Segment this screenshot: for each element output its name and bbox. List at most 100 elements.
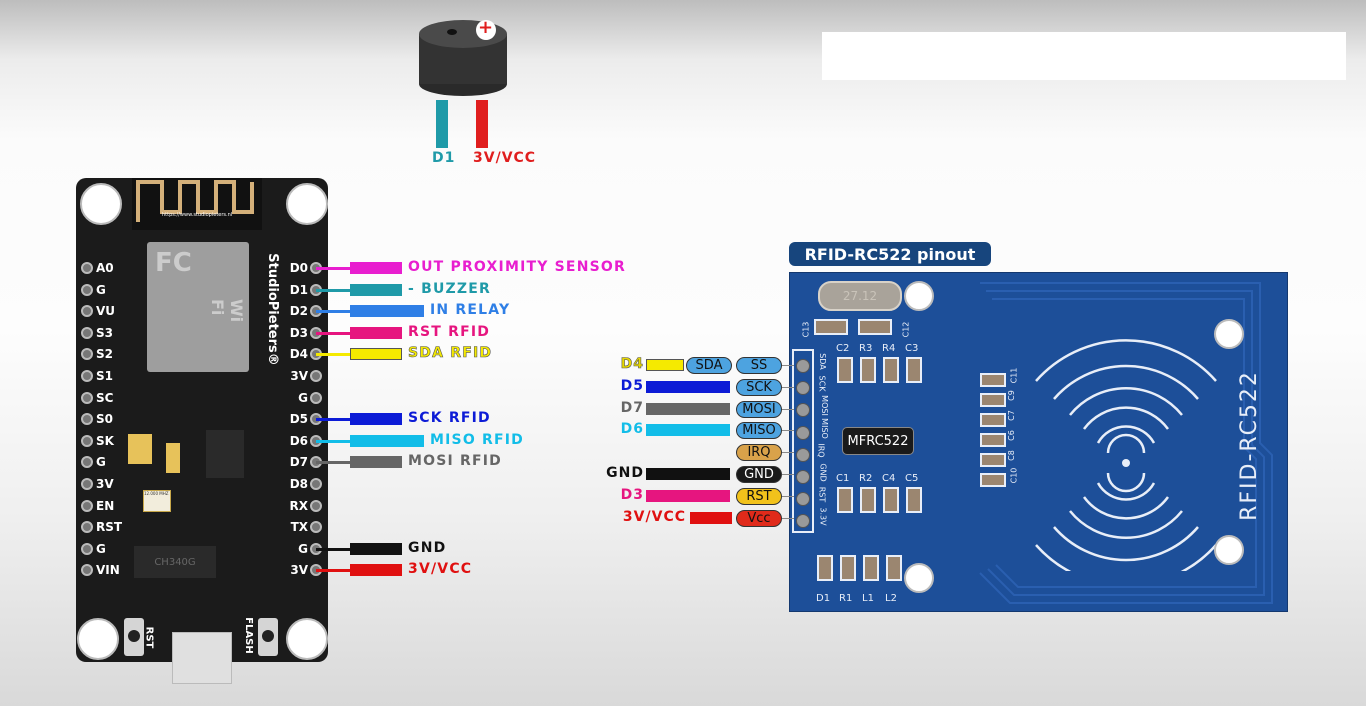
pin-hole xyxy=(81,262,93,274)
connection-label: GND xyxy=(408,539,447,556)
wifi-antenna xyxy=(132,178,262,230)
mount-hole xyxy=(80,183,122,225)
rfid-wire xyxy=(646,489,730,502)
rfid-node-label: D7 xyxy=(620,399,644,416)
wire-bar-d0 xyxy=(350,262,402,274)
component-label: C5 xyxy=(905,473,919,484)
smd-part xyxy=(814,319,848,335)
rfid-pin-pill-ss: SS xyxy=(736,357,782,374)
component-label: L1 xyxy=(862,593,874,604)
component-label: C7 xyxy=(1006,410,1016,421)
rfid-pin-pill-rst: RST xyxy=(736,487,782,505)
component-label: C10 xyxy=(1009,467,1019,484)
rfid-pin-pill-gnd: GND xyxy=(736,466,782,483)
pin-hole xyxy=(310,478,322,490)
pin-label-a0: A0 xyxy=(96,261,114,275)
rfid-wire xyxy=(646,402,730,415)
rfid-pin-pill-miso: MISO xyxy=(736,422,782,440)
pin-hole xyxy=(81,542,93,555)
pin-label-rst: RST xyxy=(96,520,123,535)
pin-lead xyxy=(782,452,794,454)
buzzer-polarity-mark: + xyxy=(478,17,494,38)
header-pin xyxy=(796,381,810,396)
wire-3v xyxy=(316,569,352,573)
pin-hole xyxy=(310,391,322,404)
rfid-pin-pill-irq: IRQ xyxy=(736,444,782,462)
header-pin xyxy=(796,425,810,440)
component-label: R2 xyxy=(859,473,873,484)
rfid-wire xyxy=(646,468,730,480)
connection-label: OUT PROXIMITY SENSOR xyxy=(408,259,626,275)
connection-label: SDA RFID xyxy=(408,345,493,362)
rst-button[interactable] xyxy=(124,618,144,656)
smd-part xyxy=(883,357,899,383)
crystal: 12.000 MHZ xyxy=(143,490,171,512)
pin-label-3v: 3V xyxy=(290,563,308,578)
component-label: C6 xyxy=(1006,430,1016,441)
wire-bar-g xyxy=(350,542,402,555)
wire-d7 xyxy=(316,461,352,465)
pin-hole xyxy=(81,348,93,361)
silk-sda: SDA xyxy=(817,353,827,370)
mount-hole xyxy=(1214,535,1244,565)
smd-part xyxy=(980,453,1006,467)
buzzer-leg-vcc xyxy=(476,100,488,148)
wire-d5 xyxy=(316,418,352,422)
wifi-logo: Wi Fi xyxy=(208,299,246,323)
header-pin xyxy=(796,492,810,507)
tantalum-cap xyxy=(166,443,180,473)
pin-hole xyxy=(81,326,93,339)
connection-label: IN RELAY xyxy=(430,302,511,319)
flash-button[interactable] xyxy=(258,618,278,656)
pin-label-g: G xyxy=(298,541,308,556)
pin-hole xyxy=(310,521,322,534)
pin-lead xyxy=(782,408,794,410)
pin-label-d8: D8 xyxy=(289,477,308,491)
pin-label-tx: TX xyxy=(290,520,308,535)
silk-sck: SCK xyxy=(817,375,827,392)
rfid-node-label: D6 xyxy=(620,421,644,438)
buzzer-icon xyxy=(419,20,507,96)
pin-lead xyxy=(782,430,794,432)
pin-label-d7: D7 xyxy=(289,455,308,470)
component-label: C3 xyxy=(905,343,919,354)
pin-label-vu: VU xyxy=(96,304,116,319)
rfid-node-label: D4 xyxy=(620,356,644,373)
pin-label-g: G xyxy=(96,455,106,470)
rfid-node-label: D5 xyxy=(620,377,644,394)
header-pin xyxy=(796,470,810,484)
smd-part xyxy=(858,319,892,335)
wire-g xyxy=(316,547,352,551)
pin-label-sc: SC xyxy=(96,390,114,405)
wire-bar-d3 xyxy=(350,326,402,339)
pin-label-g: G xyxy=(96,282,106,297)
micro-usb-port[interactable] xyxy=(172,632,232,684)
component-label: C4 xyxy=(882,473,896,484)
pin-label-s1: S1 xyxy=(96,369,113,383)
component-label: D1 xyxy=(816,593,831,604)
wire-d2 xyxy=(316,310,352,314)
pin-label-sk: SK xyxy=(96,433,114,448)
mfrc522-chip: MFRC522 xyxy=(842,427,914,455)
flash-button-label: FLASH xyxy=(242,617,254,654)
header-pin xyxy=(796,447,810,462)
component-label: C9 xyxy=(1006,390,1016,401)
mount-hole xyxy=(904,563,934,593)
component-label: C1 xyxy=(836,473,850,484)
wire-bar-3v xyxy=(350,564,402,577)
pin-label-g: G xyxy=(298,390,308,405)
wire-bar-d2 xyxy=(350,305,424,318)
pin-label-d3: D3 xyxy=(289,325,308,340)
esp8266-module: FC Wi Fi xyxy=(147,242,249,372)
pin-lead xyxy=(782,517,794,519)
smd-part xyxy=(860,487,876,513)
pin-label-d1: D1 xyxy=(289,282,308,297)
rfid-node-label: 3V/VCC xyxy=(622,508,686,525)
pin-label-s2: S2 xyxy=(96,347,113,362)
silk-mosi: MOSI xyxy=(819,395,829,417)
silk-irq: IRQ xyxy=(816,443,826,458)
pin-lead xyxy=(782,495,794,497)
pin-label-d4: D4 xyxy=(289,347,308,362)
rfid-pin-pill-vcc: Vcc xyxy=(736,509,782,527)
